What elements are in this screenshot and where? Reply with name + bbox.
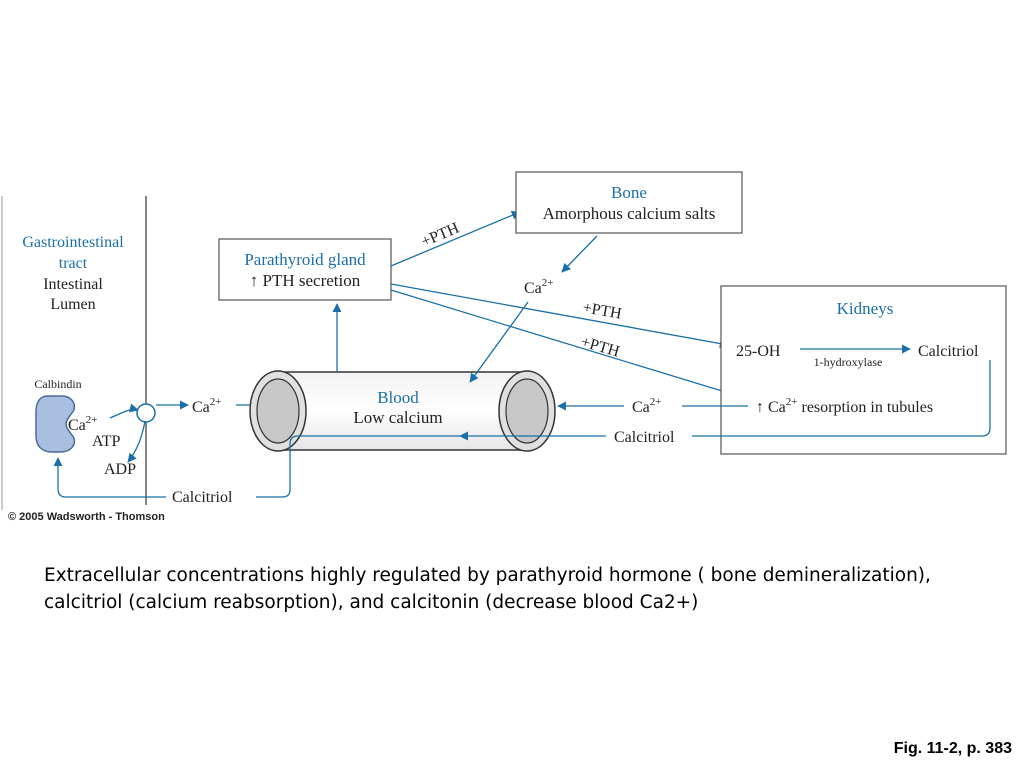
atp-adp-arrow (127, 420, 146, 463)
figure-caption: Extracellular concentrations highly regu… (44, 565, 931, 613)
oh25-label: 25-OH (736, 343, 781, 360)
ca-transport-label: Ca2+ (192, 396, 222, 416)
calbindin-ca-label: Ca2+ (68, 414, 98, 434)
svg-text:Intestinal: Intestinal (43, 276, 103, 293)
ca-to-blood-arrow (469, 301, 529, 383)
calbindin-label: Calbindin (34, 377, 81, 391)
bone-ca-release-arrow (561, 235, 598, 273)
calcitriol-down-line (256, 435, 460, 498)
svg-text:Gastrointestinal: Gastrointestinal (22, 234, 124, 251)
resorption-label: ↑ Ca2+ resorption in tubules (756, 396, 933, 416)
kidneys-box (720, 285, 1007, 455)
hydroxylase-label: 1-hydroxylase (814, 355, 883, 369)
calcitriol-bottom-label: Calcitriol (172, 489, 233, 506)
ca-from-bone-label: Ca2+ (524, 277, 554, 297)
bone-subtitle: Amorphous calcium salts (543, 204, 716, 223)
kidneys-title: Kidneys (837, 299, 894, 318)
ca-to-transporter-arrow (109, 403, 139, 419)
blood-vessel (249, 370, 556, 452)
parathyroid-subtitle: ↑ PTH secretion (250, 271, 361, 290)
gi-tract-label: Gastrointestinal tract Intestinal Lumen (22, 234, 124, 313)
calcitriol-mid-label: Calcitriol (614, 429, 675, 446)
bone-box (515, 171, 743, 234)
blood-subtitle: Low calcium (353, 408, 442, 427)
calcium-regulation-diagram: Gastrointestinal tract Intestinal Lumen … (1, 171, 1007, 523)
pth-to-kidney-arrow-1 (390, 283, 729, 349)
kidney-calcitriol-label: Calcitriol (918, 343, 979, 360)
pth-bone-label: +PTH (419, 220, 462, 251)
bone-title: Bone (611, 183, 647, 202)
blood-title: Blood (377, 388, 419, 407)
pth-kidney-label-1: +PTH (581, 299, 623, 323)
parathyroid-box (218, 238, 392, 301)
pth-to-bone-arrow (390, 210, 521, 267)
copyright-label: © 2005 Wadsworth - Thomson (8, 511, 165, 523)
adp-label: ADP (104, 461, 136, 478)
ca-from-kidney-label: Ca2+ (632, 396, 662, 416)
svg-text:tract: tract (59, 255, 88, 272)
pth-kidney-label-2: +PTH (579, 334, 622, 361)
figure-reference: Fig. 11-2, p. 383 (893, 740, 1012, 757)
calcitriol-to-calbindin-arrow (53, 457, 166, 498)
transporter-circle (136, 403, 156, 423)
calcitriol-loop-line (692, 360, 991, 437)
svg-text:Lumen: Lumen (50, 296, 95, 313)
calbindin-shape (35, 395, 76, 453)
parathyroid-title: Parathyroid gland (244, 250, 366, 269)
atp-label: ATP (92, 433, 121, 450)
pth-to-kidney-arrow-2 (390, 289, 746, 400)
